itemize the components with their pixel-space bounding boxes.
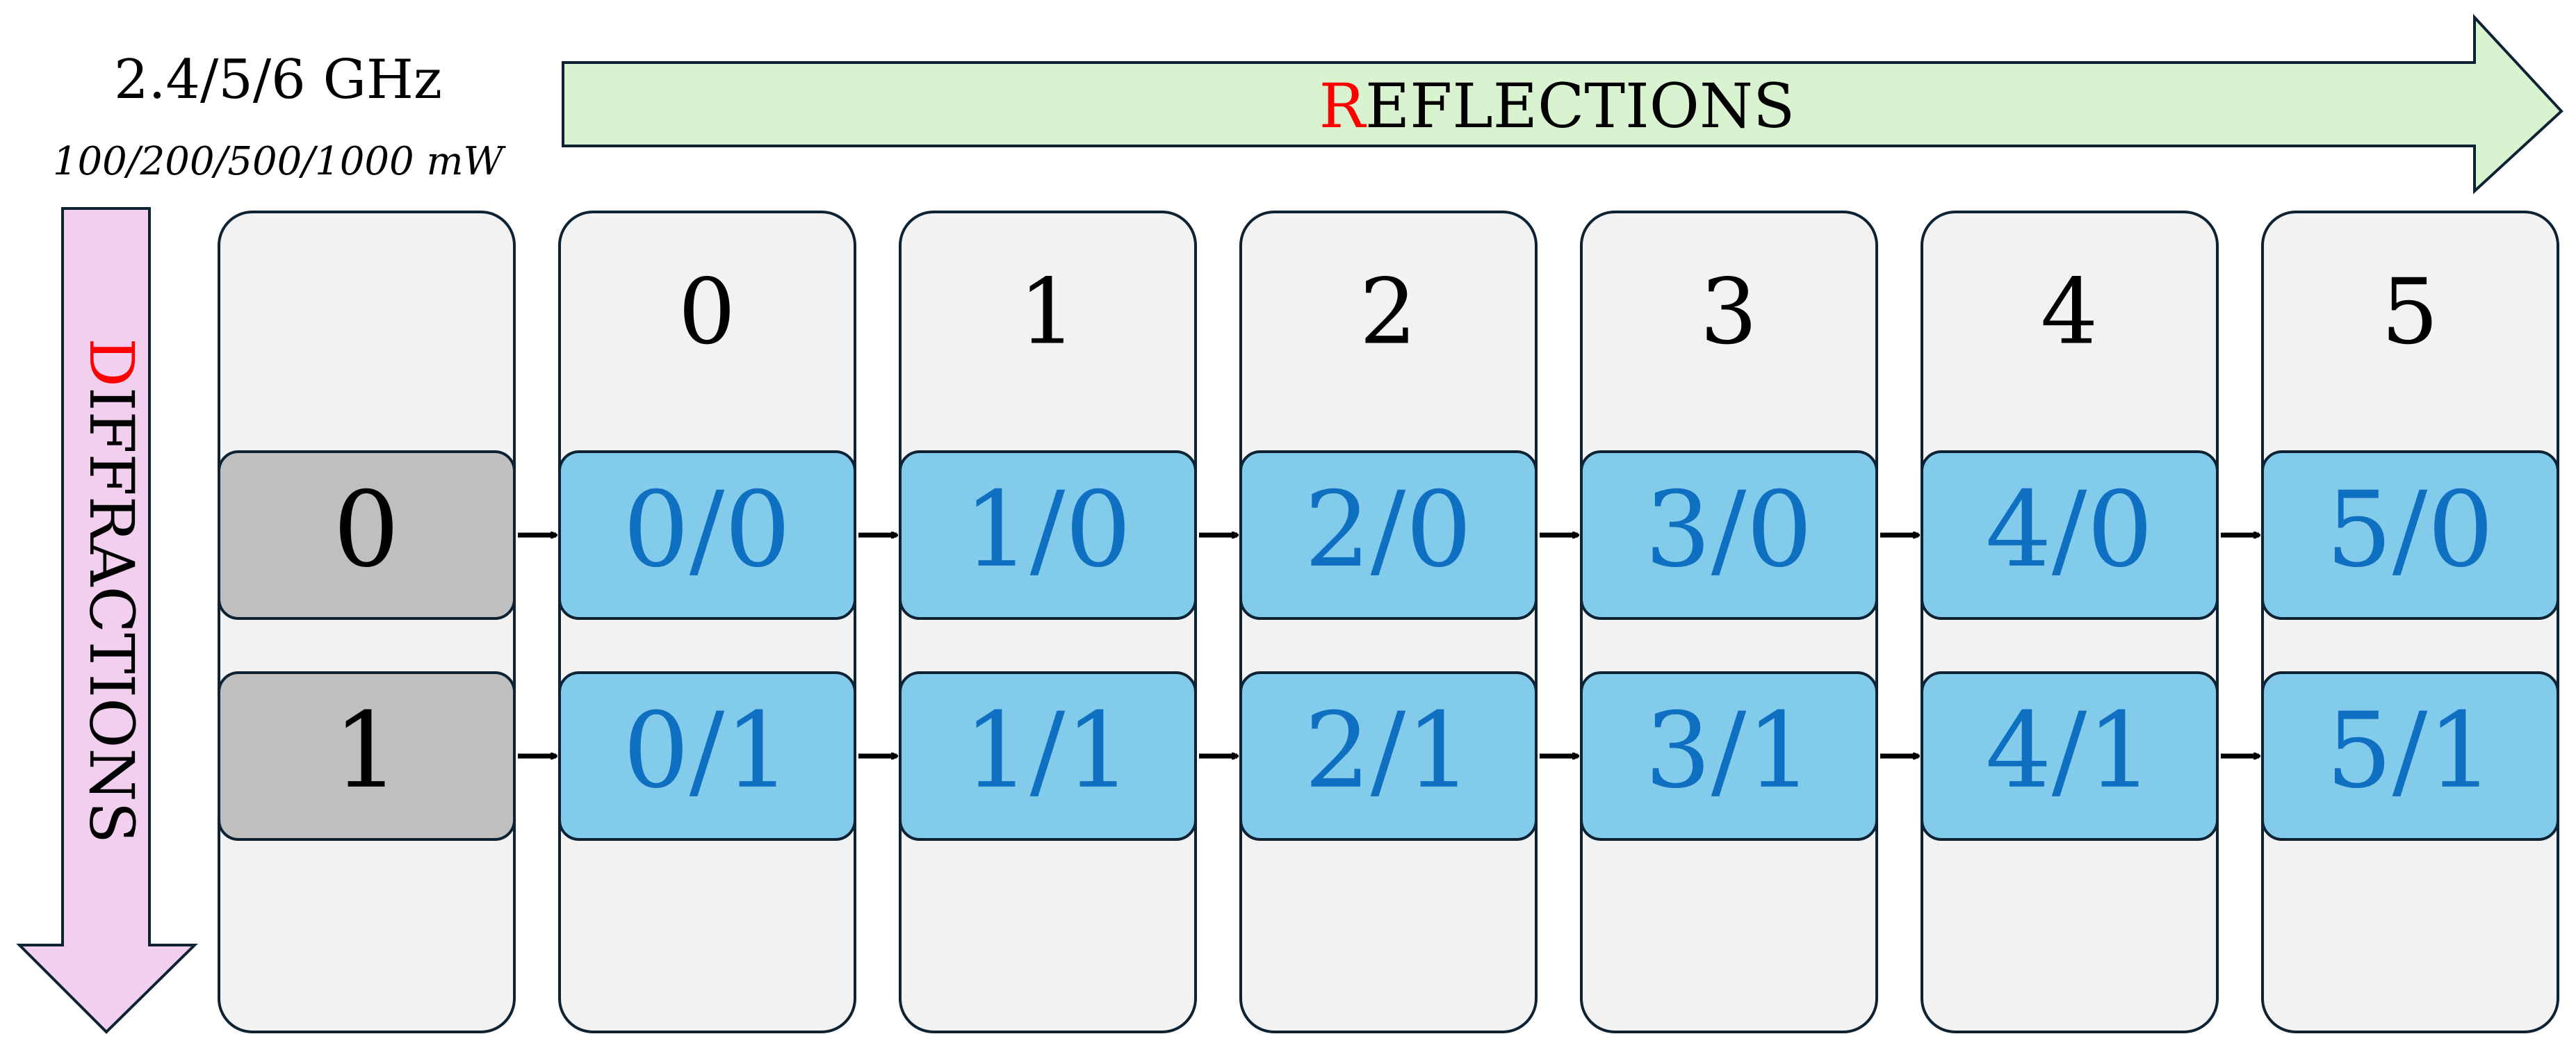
combination-cell: [1580, 671, 1878, 841]
column-panel: [218, 211, 516, 1033]
diffractions-rest: IFFRACTIONS: [76, 387, 147, 844]
combination-cell: [1239, 450, 1538, 620]
reflection-count-header: 3: [1700, 259, 1758, 365]
diffraction-count-box: [218, 450, 516, 620]
reflection-columns: 0 1 2 3 4 5: [558, 211, 2559, 1033]
combination-label: 1/1: [963, 691, 1131, 812]
combination-cell: [1921, 450, 2219, 620]
reflection-count-header: 0: [678, 259, 736, 365]
combination-cell: [899, 671, 1197, 841]
combination-cell: [1580, 450, 1878, 620]
combination-cell: [558, 671, 856, 841]
combination-label: 3/0: [1645, 470, 1812, 591]
combination-label: 5/1: [2326, 691, 2493, 812]
combination-cell: [1921, 671, 2219, 841]
combination-label: 2/0: [1304, 470, 1472, 591]
combination-label: 5/0: [2326, 470, 2493, 591]
reflection-column-5: 5: [2261, 211, 2559, 1033]
combination-cell: [2261, 450, 2559, 620]
reflection-count-header: 5: [2381, 259, 2439, 365]
frequency-band-label: 2.4/5/6 GHz: [113, 49, 443, 111]
reflection-column-0: 0: [558, 211, 856, 1033]
diffraction-count-box: [218, 671, 516, 841]
reflection-count-header: 2: [1360, 259, 1417, 365]
combination-cell: [2261, 671, 2559, 841]
power-levels-label: 100/200/500/1000 mW: [52, 139, 504, 184]
reflections-rest: EFLECTIONS: [1365, 70, 1795, 142]
diffraction-label-column: [218, 211, 516, 1033]
reflection-column-2: 2: [1239, 211, 1538, 1033]
diffractions-label: DIFFRACTIONS: [76, 338, 147, 843]
combination-label: 2/1: [1304, 691, 1472, 812]
diffraction-row-0: 0 0/0 1/0 2/0 3/0 4/0 5/0: [218, 450, 2559, 620]
diffraction-count-label: 0: [333, 470, 399, 591]
reflection-column-4: 4: [1921, 211, 2219, 1033]
combination-label: 4/0: [1985, 470, 2153, 591]
combination-label: 0/0: [623, 470, 790, 591]
combination-label: 1/0: [963, 470, 1131, 591]
reflection-count-header: 1: [1019, 259, 1077, 365]
diffractions-arrow: [16, 207, 198, 1034]
reflections-initial: R: [1319, 70, 1367, 142]
diffraction-row-1: 1 0/1 1/1 2/1 3/1 4/1 5/1: [218, 671, 2559, 841]
reflections-label: REFLECTIONS: [1319, 70, 1795, 142]
combination-cell: [899, 450, 1197, 620]
reflections-arrow: [562, 13, 2563, 195]
reflection-column-1: 1: [899, 211, 1197, 1033]
combination-label: 0/1: [623, 691, 790, 812]
diffractions-initial: D: [76, 338, 147, 387]
reflection-count-header: 4: [2041, 259, 2098, 365]
diffraction-count-label: 1: [333, 691, 399, 812]
combination-cell: [558, 450, 856, 620]
combination-label: 3/1: [1645, 691, 1812, 812]
combination-cell: [1239, 671, 1538, 841]
reflection-column-3: 3: [1580, 211, 1878, 1033]
combination-label: 4/1: [1985, 691, 2153, 812]
